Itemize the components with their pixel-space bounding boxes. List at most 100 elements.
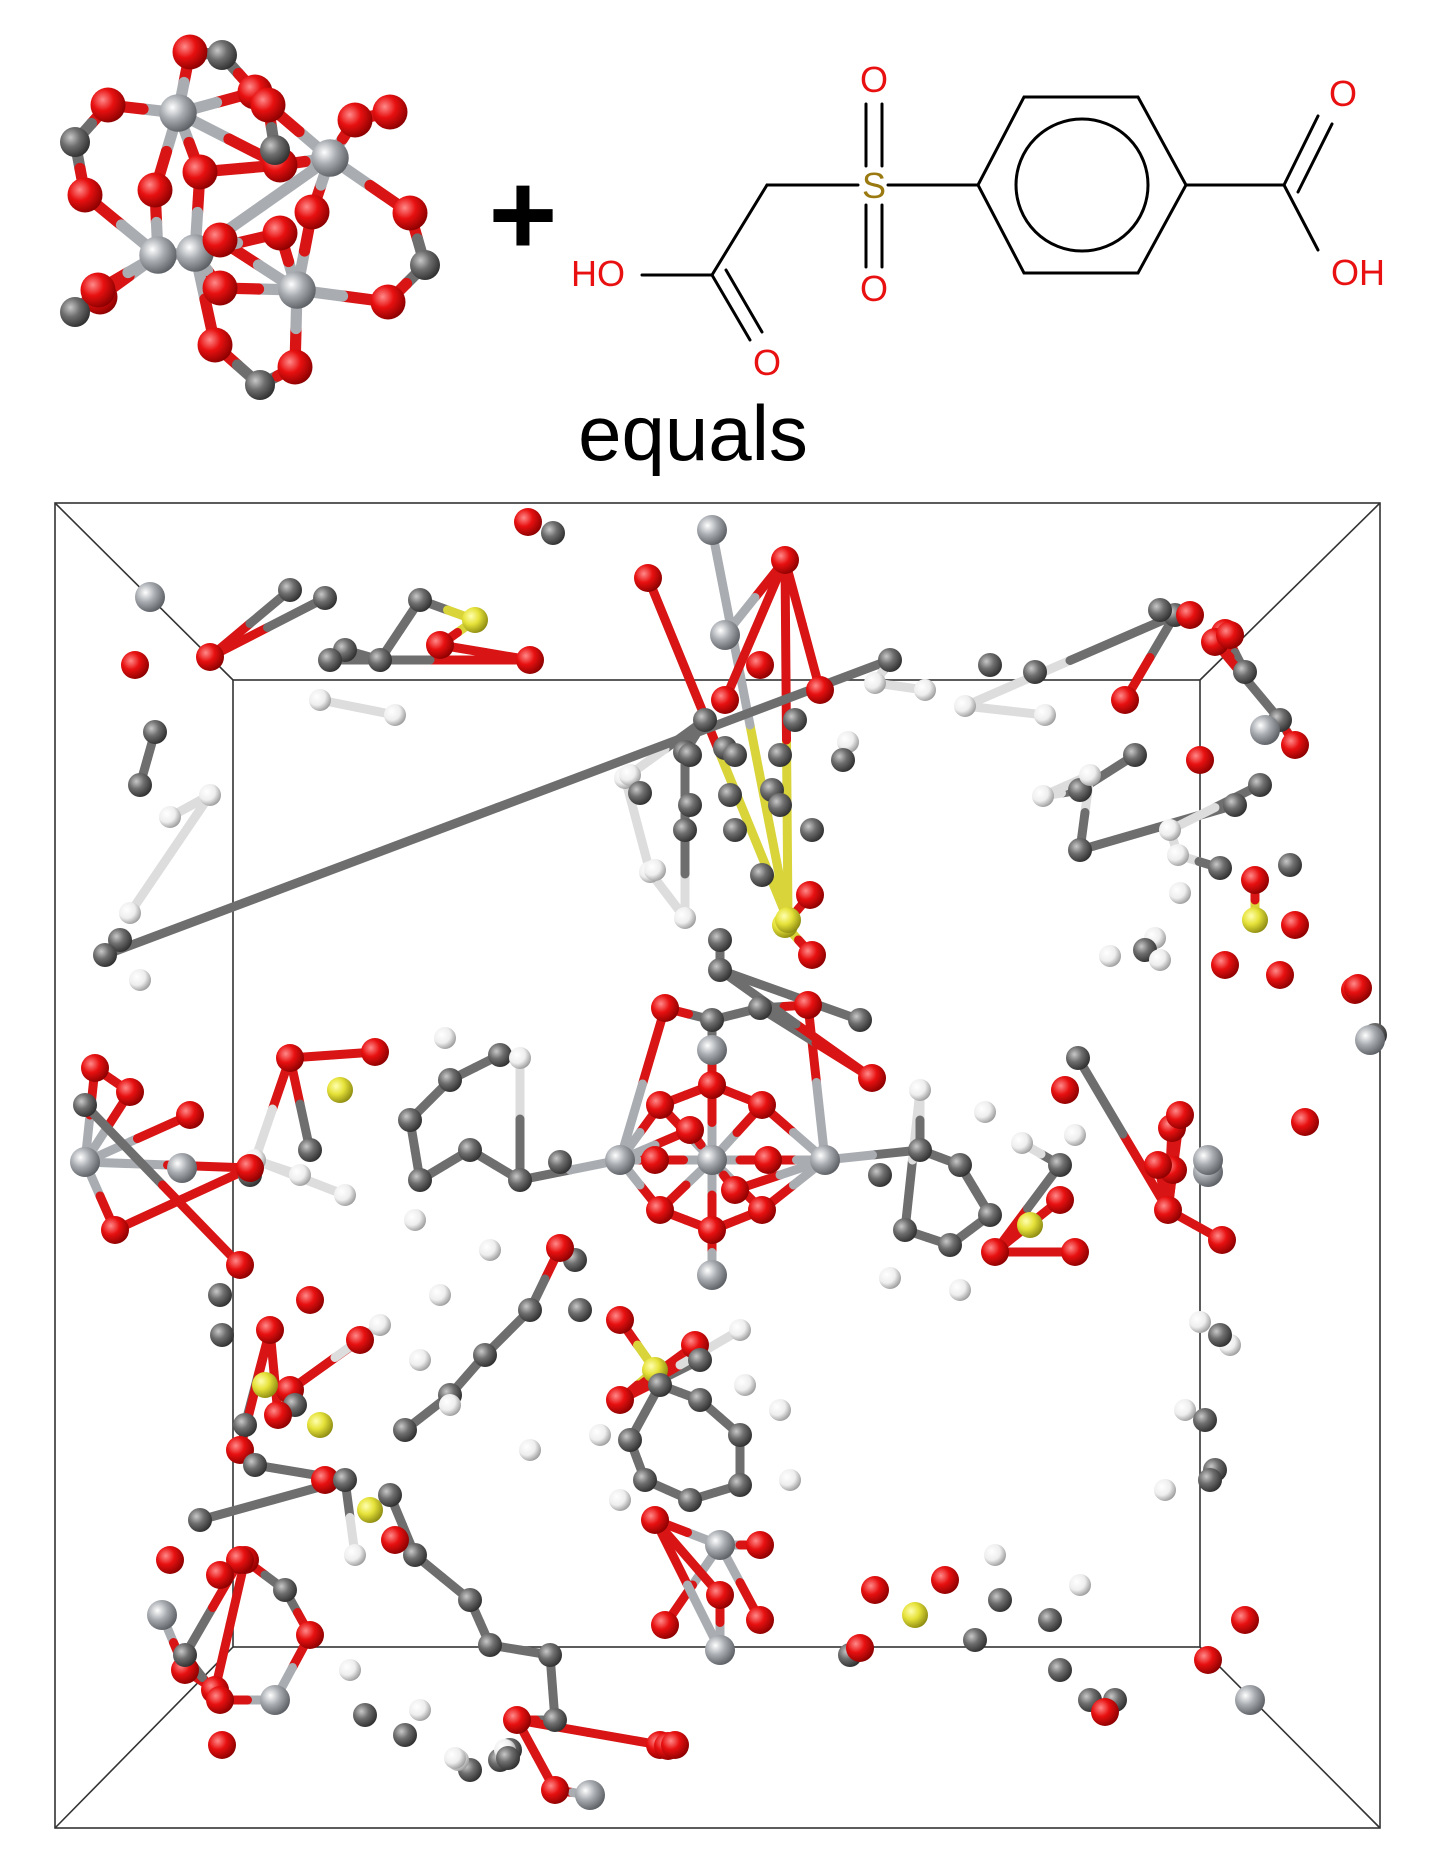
- carbon-atom: [673, 818, 697, 842]
- carbon-atom: [410, 250, 440, 280]
- hydrogen-atom: [439, 1394, 461, 1416]
- hydrogen-atom: [159, 806, 181, 828]
- carbon-atom: [143, 720, 167, 744]
- carbon-atom: [678, 793, 702, 817]
- carbon-atom: [508, 1168, 532, 1192]
- metal-atom: [278, 271, 316, 309]
- carbon-atom: [313, 586, 337, 610]
- carbon-atom: [831, 748, 855, 772]
- carbon-atom: [543, 1708, 567, 1732]
- carbon-atom: [800, 818, 824, 842]
- metal-atom: [1250, 715, 1280, 745]
- oxygen-atom: [634, 564, 662, 592]
- carbon-atom: [438, 1068, 462, 1092]
- hydrogen-atom: [519, 1439, 541, 1461]
- hydrogen-atom: [589, 1424, 611, 1446]
- hydrogen-atom: [339, 1659, 361, 1681]
- carbon-atom: [728, 1473, 752, 1497]
- carbon-atom: [1148, 598, 1172, 622]
- metal-atom: [311, 139, 349, 177]
- carbon-atom: [60, 127, 90, 157]
- oxygen-atom: [1281, 731, 1309, 759]
- carbon-atom: [243, 1453, 267, 1477]
- carbon-atom: [688, 1388, 712, 1412]
- oxygen-atom: [981, 1238, 1009, 1266]
- oxygen-atom: [226, 1546, 254, 1574]
- oxygen-atom: [546, 1234, 574, 1262]
- metal-atom: [697, 1260, 727, 1290]
- carbon-atom: [368, 648, 392, 672]
- hydrogen-atom: [1099, 945, 1121, 967]
- hydrogen-atom: [1189, 1311, 1211, 1333]
- carbon-atom: [458, 1588, 482, 1612]
- oxygen-atom: [346, 1326, 374, 1354]
- bond: [158, 1180, 245, 1270]
- oxygen-atom: [1241, 866, 1269, 894]
- oxygen-atom: [426, 631, 454, 659]
- hydrogen-atom: [1034, 704, 1056, 726]
- hydrogen-atom: [409, 1349, 431, 1371]
- hydrogen-atom: [609, 1489, 631, 1511]
- bond: [80, 1100, 167, 1190]
- hydrogen-atom: [1159, 819, 1181, 841]
- carbon-atom: [700, 1008, 724, 1032]
- oxygen-atom: [711, 686, 739, 714]
- hydrogen-atom: [1149, 949, 1171, 971]
- oxygen-atom: [296, 1286, 324, 1314]
- oxygen-atom: [1091, 1698, 1119, 1726]
- carbon-atom: [318, 648, 342, 672]
- hydrogen-atom: [619, 764, 641, 786]
- hydrogen-atom: [429, 1284, 451, 1306]
- oxygen-atom: [226, 1251, 254, 1279]
- oxygen-atom: [236, 1154, 264, 1182]
- hydrogen-atom: [769, 1399, 791, 1421]
- carbon-atom: [278, 578, 302, 602]
- hydrogen-atom: [1032, 785, 1054, 807]
- hydrogen-atom: [1169, 882, 1191, 904]
- oxygen-atom: [1061, 1238, 1089, 1266]
- carbon-atom: [496, 1746, 520, 1770]
- oxygen-atom: [294, 194, 330, 230]
- oxygen-atom: [1154, 1196, 1182, 1224]
- hydrogen-atom: [779, 1469, 801, 1491]
- atom-label-o: O: [860, 268, 888, 309]
- hydrogen-atom: [404, 1209, 426, 1231]
- hydrogen-atom: [1079, 764, 1101, 786]
- hydrogen-atom: [984, 1544, 1006, 1566]
- hydrogen-atom: [674, 907, 696, 929]
- carbon-atom: [978, 1203, 1002, 1227]
- hydrogen-atom: [369, 1314, 391, 1336]
- oxygen-atom: [721, 1176, 749, 1204]
- hydrogen-atom: [129, 969, 151, 991]
- carbon-atom: [568, 1298, 592, 1322]
- bond: [782, 735, 793, 925]
- metal-atom: [139, 236, 177, 274]
- sulfur-atom: [307, 1412, 333, 1438]
- oxygen-atom: [606, 1386, 634, 1414]
- oxygen-atom: [748, 1091, 776, 1119]
- oxygen-atom: [337, 102, 373, 138]
- hydrogen-atom: [729, 1319, 751, 1341]
- carbon-atom: [1223, 793, 1247, 817]
- carbon-atom: [245, 370, 275, 400]
- hydrogen-atom: [837, 731, 859, 753]
- hydrogen-atom: [954, 695, 976, 717]
- sulfur-atom: [252, 1372, 278, 1398]
- metal-atom: [159, 94, 197, 132]
- oxygen-atom: [706, 1581, 734, 1609]
- carbon-atom: [73, 1093, 97, 1117]
- oxygen-atom: [1266, 961, 1294, 989]
- carbon-atom: [908, 1138, 932, 1162]
- sulfur-atom: [775, 907, 801, 933]
- hydrogen-atom: [479, 1239, 501, 1261]
- atom-label-o: O: [860, 59, 888, 100]
- carbon-atom: [648, 1373, 672, 1397]
- hydrogen-atom: [734, 1374, 756, 1396]
- carbon-atom: [1023, 660, 1047, 684]
- carbon-atom: [408, 588, 432, 612]
- oxygen-atom: [137, 172, 173, 208]
- oxygen-atom: [208, 1731, 236, 1759]
- carbon-atom: [678, 1488, 702, 1512]
- oxygen-atom: [182, 154, 218, 190]
